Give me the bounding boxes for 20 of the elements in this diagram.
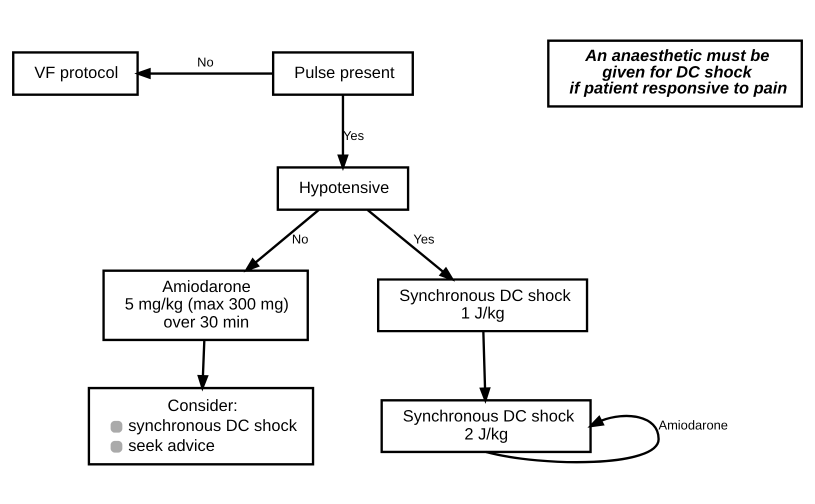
edge-label: No [197,54,214,69]
edge-label: Yes [413,230,434,246]
arrow [197,340,209,391]
node-box: Consider: synchronous DC shock seek advice [88,386,314,465]
node-box: Synchronous DC shock 2 J/kg [380,398,592,453]
arrow [486,414,660,463]
arrow [244,208,320,272]
edge-label: Yes [343,128,364,143]
arrow [479,331,491,404]
edge-label: Amiodarone [658,416,728,432]
node-box: Synchronous DC shock 1 J/kg [377,278,588,332]
node-box: Pulse present [272,50,414,96]
arrow [134,67,273,79]
edge-label: No [292,230,308,246]
node-box: Amiodarone 5 mg/kg (max 300 mg) over 30 min [102,269,309,341]
arrow [337,94,349,170]
node-box: Hypotensive [276,166,410,210]
node-box: An anaesthetic must be given for DC shock if patient responsive to pain [547,39,803,108]
arrow [366,208,456,282]
node-box: VF protocol [12,50,139,96]
